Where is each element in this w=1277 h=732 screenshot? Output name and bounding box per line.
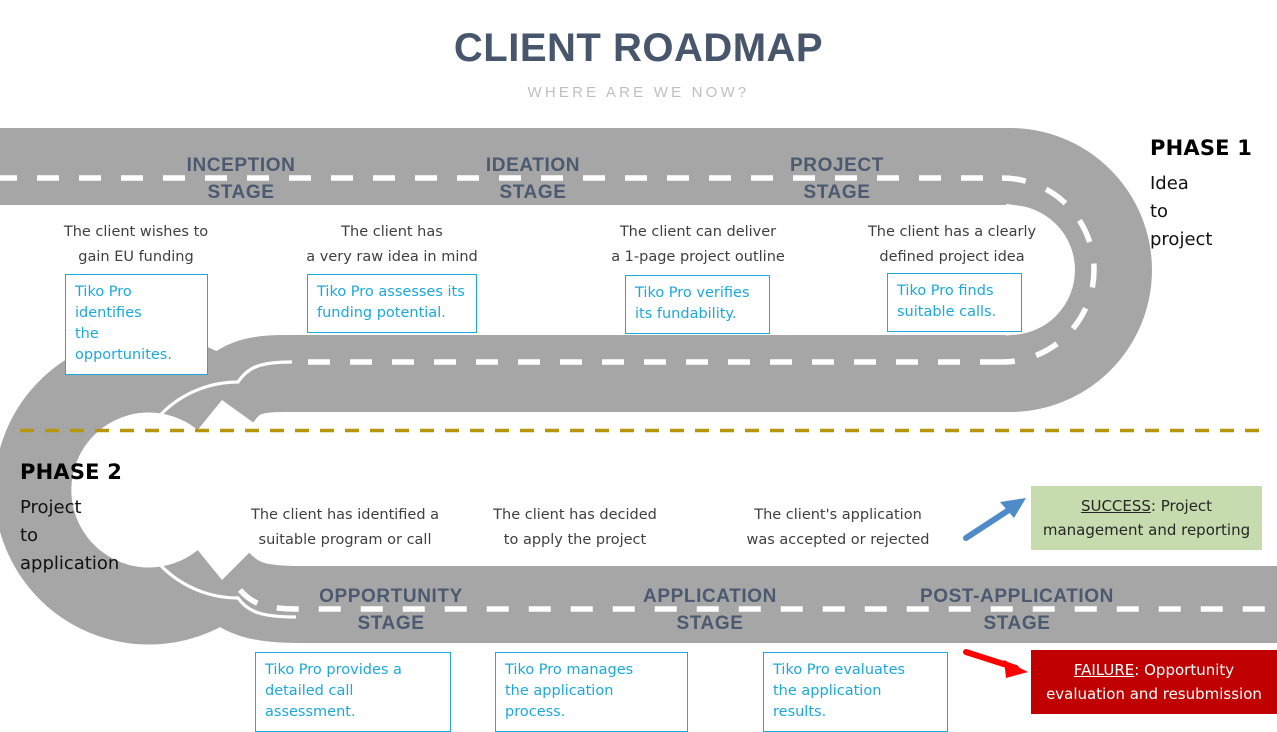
roadmap-canvas: CLIENT ROADMAP WHERE ARE WE NOW? PHASE 1…	[0, 26, 1277, 732]
tiko-box-post-application: Tiko Pro evaluates the application resul…	[763, 652, 948, 732]
road-dash-right-uturn	[1001, 175, 1097, 365]
outcome-failure-keyword: FAILURE	[1073, 661, 1135, 679]
outcome-success-keyword: SUCCESS	[1080, 497, 1151, 515]
phase-1-title: PHASE 1	[1150, 136, 1253, 160]
condition-inception: The client wishes to gain EU funding	[63, 224, 209, 265]
stage-label-application: APPLICATION STAGE	[643, 586, 777, 634]
stage-label-opportunity: OPPORTUNITY STAGE	[319, 586, 463, 634]
road-graphic	[0, 128, 1277, 678]
tiko-box-application: Tiko Pro manages the application process…	[495, 652, 688, 732]
stage-label-project: PROJECT STAGE	[790, 155, 884, 203]
stage-label-ideation: IDEATION STAGE	[485, 155, 581, 203]
phase-2-title: PHASE 2	[20, 460, 123, 484]
road-segment-right-uturn	[1008, 128, 1152, 412]
tiko-box-inception: Tiko Pro identifies the opportunites.	[65, 274, 208, 375]
success-arrow	[963, 498, 1026, 541]
outcome-success: SUCCESS: Project management and reportin…	[1031, 486, 1262, 550]
stage-label-inception: INCEPTION STAGE	[186, 155, 296, 203]
stage-label-post-application: POST-APPLICATION STAGE	[920, 586, 1114, 634]
phase-1-subtitle: Idea to project	[1150, 173, 1213, 250]
outcome-success-text: : Project management and reporting	[1042, 497, 1251, 539]
condition-post-application: The client's application was accepted or…	[746, 507, 930, 548]
road-edge-right-inner	[1005, 203, 1067, 336]
page-subtitle: WHERE ARE WE NOW?	[527, 84, 750, 101]
condition-ideation: The client has a very raw idea in mind	[306, 224, 478, 265]
failure-arrow	[963, 649, 1028, 678]
outcome-failure: FAILURE: Opportunity evaluation and resu…	[1031, 650, 1277, 714]
phase-1-block: PHASE 1 Idea to project	[1150, 136, 1270, 254]
tiko-box-project-end: Tiko Pro finds suitable calls.	[887, 273, 1022, 332]
road-dash-bottom	[237, 588, 1277, 612]
tiko-box-project: Tiko Pro verifies its fundability.	[625, 275, 770, 334]
phase-2-subtitle: Project to application	[20, 497, 120, 574]
page-title: CLIENT ROADMAP	[453, 26, 824, 70]
condition-application: The client has decided to apply the proj…	[493, 507, 657, 548]
condition-opportunity: The client has identified a suitable pro…	[250, 507, 440, 548]
outcome-failure-text: : Opportunity evaluation and resubmissio…	[1046, 661, 1262, 703]
condition-project: The client can deliver a 1-page project …	[611, 224, 785, 265]
condition-project-end: The client has a clearly defined project…	[867, 224, 1037, 265]
road-edge-left-inner	[128, 360, 297, 619]
tiko-box-opportunity: Tiko Pro provides a detailed call assess…	[255, 652, 451, 732]
phase-2-block: PHASE 2 Project to application	[20, 460, 190, 578]
tiko-box-ideation: Tiko Pro assesses its funding potential.	[307, 274, 477, 333]
